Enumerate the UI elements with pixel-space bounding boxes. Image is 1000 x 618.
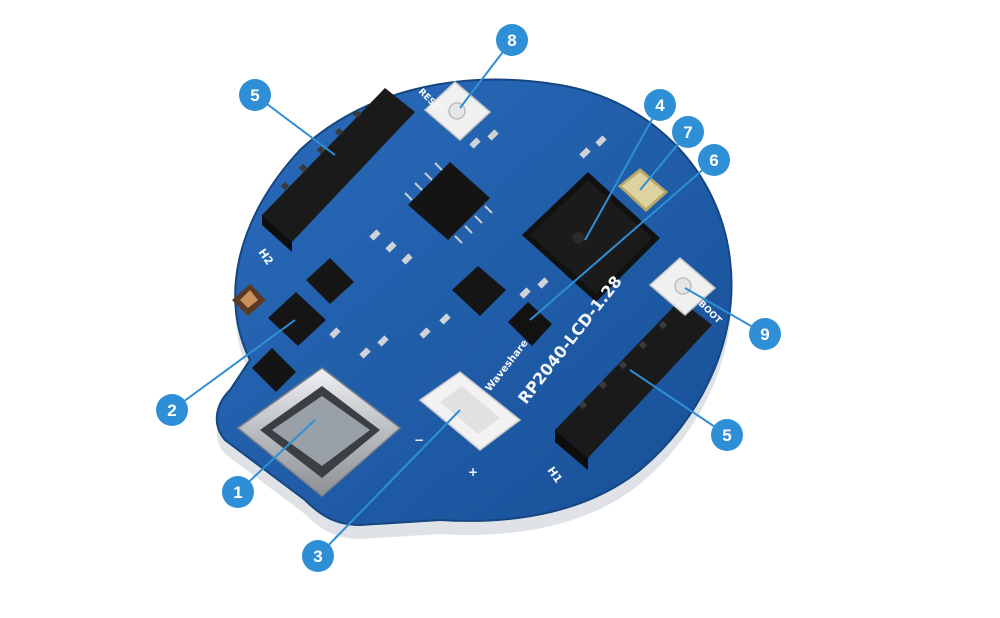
callout-5-right: 5 [711, 419, 743, 451]
regulator-chip [452, 266, 506, 316]
pin-header-h1: H1 [545, 300, 712, 486]
battery-minus-label: − [414, 433, 424, 447]
battery-plus-label: + [468, 465, 478, 479]
svg-text:1: 1 [233, 483, 242, 502]
smd-components [329, 129, 607, 359]
svg-text:3: 3 [313, 547, 322, 566]
callout-3: 3 [302, 540, 334, 572]
callout-8: 8 [496, 24, 528, 56]
callout-1: 1 [222, 476, 254, 508]
rp2040-mcu [522, 172, 660, 302]
diode [252, 348, 296, 392]
callout-2: 2 [156, 394, 188, 426]
pin-header-h2: H2 [256, 88, 415, 268]
svg-text:7: 7 [683, 123, 692, 142]
imu-chip [508, 302, 552, 346]
battery-connector: + − [414, 371, 522, 479]
callout-leaders [171, 39, 766, 557]
tantalum-cap [232, 284, 266, 316]
svg-text:6: 6 [709, 151, 718, 170]
charger-chip [268, 292, 326, 346]
svg-text:5: 5 [250, 86, 259, 105]
flash-chip [404, 162, 493, 244]
svg-text:9: 9 [760, 325, 769, 344]
svg-text:8: 8 [507, 31, 516, 50]
raspberry-logo-icon [572, 232, 584, 244]
svg-text:4: 4 [655, 96, 665, 115]
usb-c-port [236, 367, 402, 497]
callout-7: 7 [672, 116, 704, 148]
callout-4: 4 [644, 89, 676, 121]
inductor [306, 258, 354, 304]
callout-5-left: 5 [239, 79, 271, 111]
crystal [618, 168, 668, 212]
svg-text:5: 5 [722, 426, 731, 445]
svg-text:2: 2 [167, 401, 176, 420]
callout-9: 9 [749, 318, 781, 350]
callout-6: 6 [698, 144, 730, 176]
